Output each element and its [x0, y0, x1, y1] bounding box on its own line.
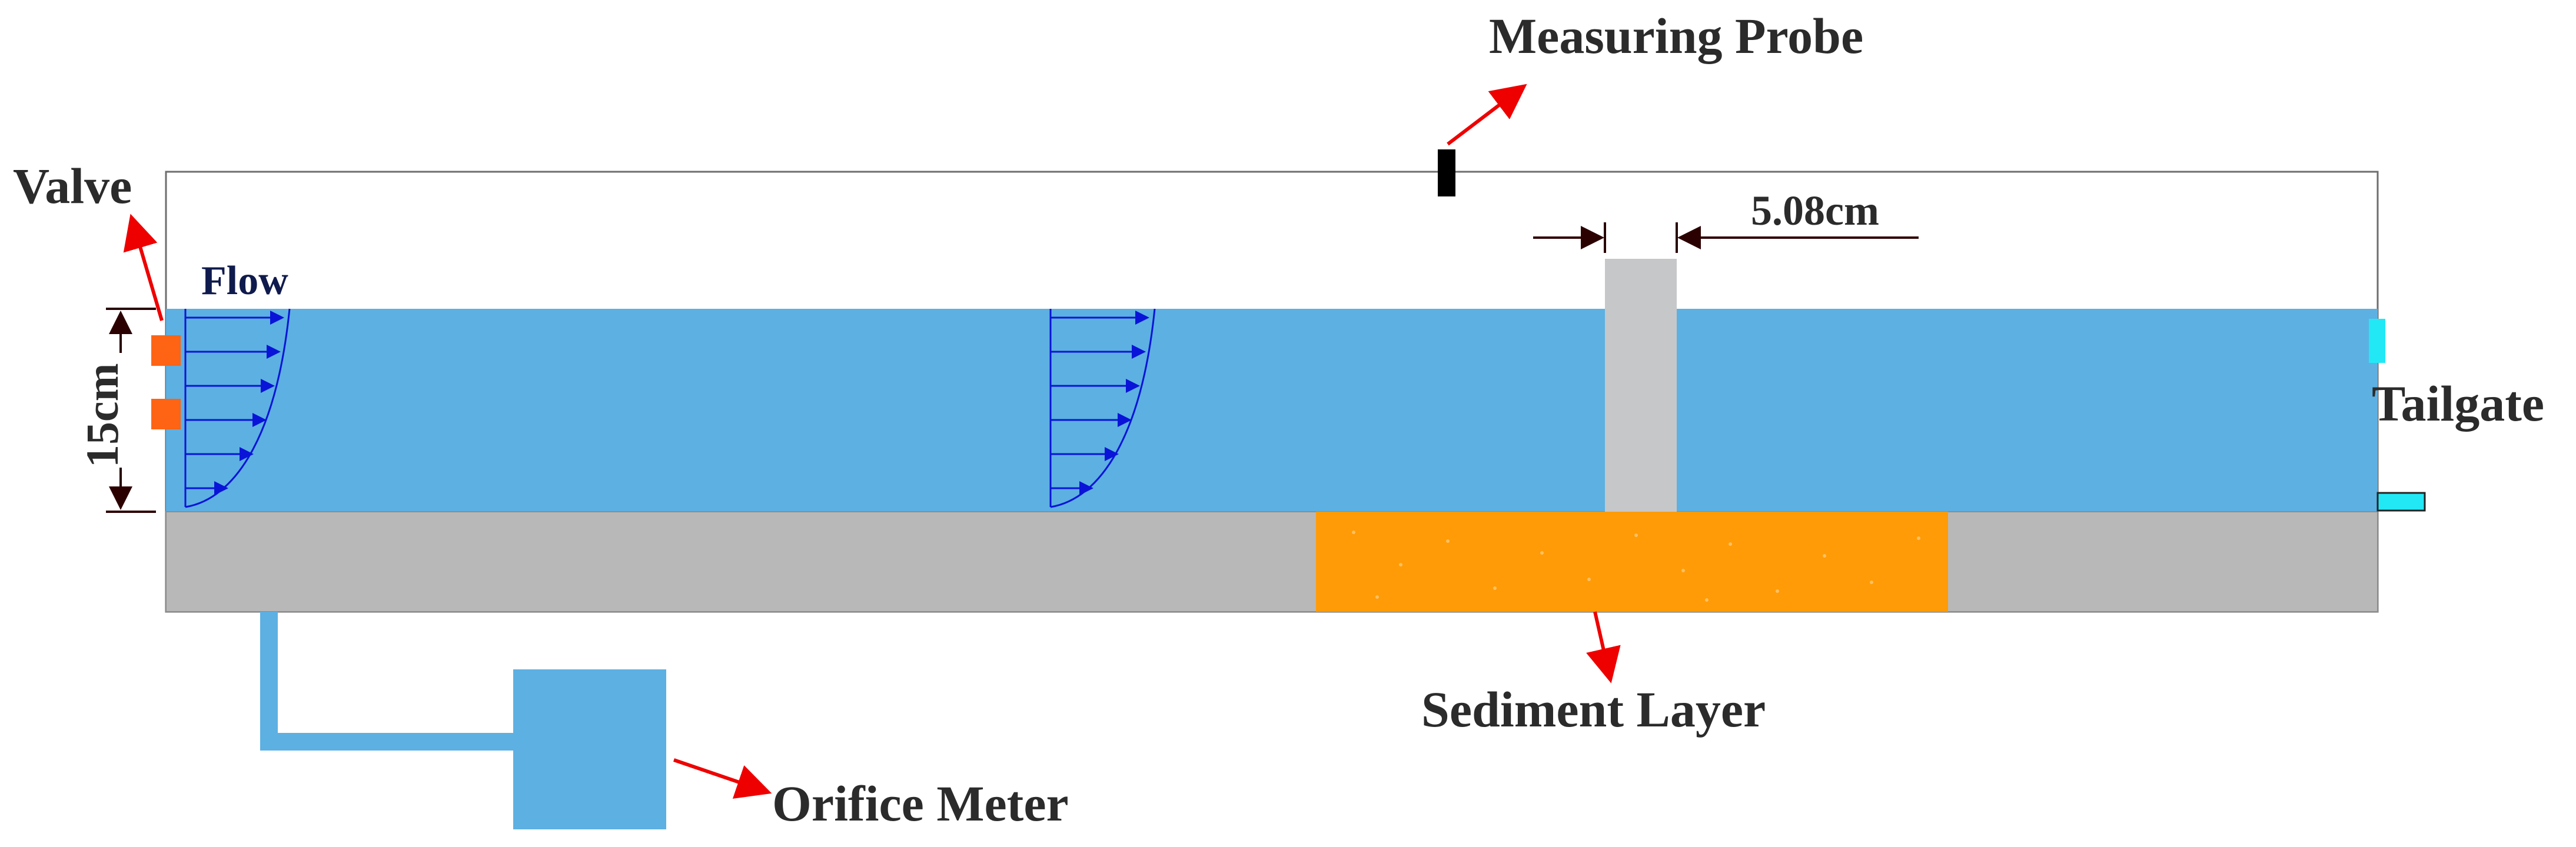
valve-lower [151, 399, 181, 429]
orifice-meter [513, 669, 666, 829]
sediment-layer-label: Sediment Layer [1421, 681, 1766, 738]
tailgate-lower [2376, 492, 2426, 512]
sediment-texture [1352, 531, 1920, 602]
water-body [166, 309, 2378, 512]
sediment-layer-pointer [1586, 611, 1621, 683]
flow-label: Flow [201, 258, 288, 304]
tailgate-label: Tailgate [2372, 375, 2544, 432]
measuring-probe-label: Measuring Probe [1489, 8, 1863, 64]
orifice-meter-pointer [673, 758, 772, 799]
pier-width-dimension [1533, 222, 1919, 253]
depth-label: 15cm [77, 363, 128, 468]
flow-velocity-profile-icon [184, 308, 291, 508]
channel-bed [165, 511, 2378, 612]
flow-velocity-profile-icon [1049, 308, 1156, 508]
valve-pointer [123, 214, 164, 321]
measuring-probe-pointer [1447, 84, 1527, 146]
valve-label: Valve [13, 158, 132, 214]
pier-width-label: 5.08cm [1751, 187, 1879, 234]
measuring-probe [1438, 149, 1455, 196]
tailgate-upper [2369, 319, 2385, 363]
depth-dimension [106, 308, 156, 513]
bridge-pier [1605, 259, 1677, 512]
sediment-layer [1316, 512, 1948, 612]
orifice-meter-label: Orifice Meter [772, 775, 1069, 832]
supply-pipe [260, 612, 513, 751]
valve-upper [151, 335, 181, 366]
